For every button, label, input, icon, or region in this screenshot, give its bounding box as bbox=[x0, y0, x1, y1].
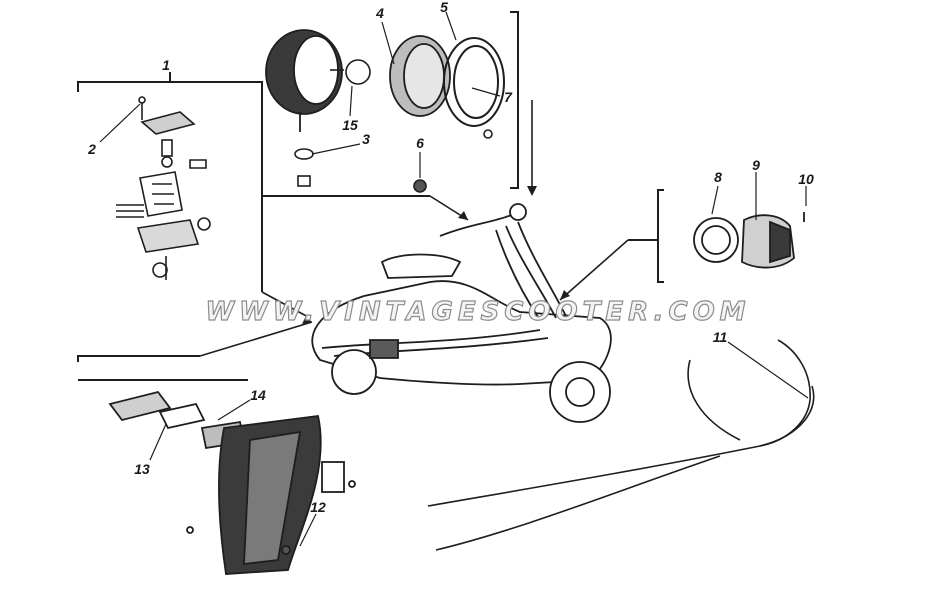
callout-11: 11 bbox=[713, 329, 728, 345]
callout-15: 15 bbox=[342, 117, 358, 133]
callout-2: 2 bbox=[87, 141, 96, 157]
switch-assembly bbox=[116, 96, 211, 280]
callout-8: 8 bbox=[714, 169, 722, 185]
callout-12: 12 bbox=[310, 499, 326, 515]
group-bracket-left bbox=[261, 88, 430, 292]
callout-4: 4 bbox=[375, 5, 384, 21]
scooter-outline bbox=[311, 203, 612, 423]
wiring-harness bbox=[427, 339, 815, 551]
reflector bbox=[389, 35, 451, 117]
small-parts bbox=[294, 129, 493, 193]
callout-6: 6 bbox=[416, 135, 424, 151]
headlamp-rim bbox=[443, 37, 505, 127]
group-bracket-bottom bbox=[77, 355, 248, 381]
callout-14: 14 bbox=[250, 387, 266, 403]
callout-13: 13 bbox=[134, 461, 150, 477]
arrow-heads bbox=[302, 186, 570, 324]
watermark-text: WWW.VINTAGESCOOTER.COM bbox=[205, 297, 750, 327]
tail-lamp-parts bbox=[693, 212, 805, 269]
callout-leaders bbox=[99, 11, 809, 547]
callout-3: 3 bbox=[362, 131, 370, 147]
group-bracket-lamp bbox=[510, 11, 519, 189]
callout-1: 1 bbox=[162, 57, 170, 73]
headlamp-shell bbox=[265, 29, 343, 132]
bulb bbox=[330, 59, 371, 85]
callout-5: 5 bbox=[440, 0, 448, 15]
callout-9: 9 bbox=[752, 157, 760, 173]
group-bracket-1 bbox=[77, 72, 263, 92]
callout-10: 10 bbox=[798, 171, 814, 187]
group-bracket-tail bbox=[628, 189, 664, 283]
callout-7: 7 bbox=[504, 89, 513, 105]
pointer-lines bbox=[199, 100, 629, 357]
legshield-parts bbox=[108, 390, 356, 575]
callout-numbers: 1 2 3 4 5 6 7 8 9 10 11 12 13 14 15 bbox=[87, 0, 814, 515]
